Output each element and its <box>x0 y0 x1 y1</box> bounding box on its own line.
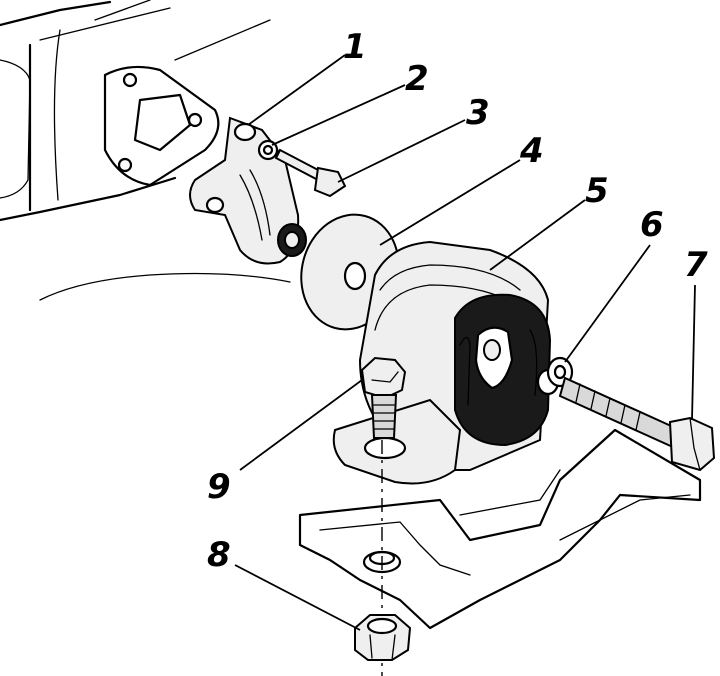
leader-8 <box>234 564 361 631</box>
leader-2 <box>271 84 406 146</box>
callout-8: 8 <box>207 535 231 575</box>
bolt-part-3 <box>274 148 347 198</box>
callout-2: 2 <box>405 59 429 99</box>
bolt-part-9 <box>360 356 407 439</box>
callout-1: 1 <box>343 27 367 67</box>
mount-bracket <box>189 116 307 265</box>
callout-5: 5 <box>585 171 609 211</box>
nut-part-8 <box>354 614 412 661</box>
callout-6: 6 <box>640 205 664 245</box>
leader-lines <box>234 54 696 631</box>
leader-1 <box>247 54 346 126</box>
callout-7: 7 <box>684 245 708 285</box>
leader-3 <box>337 119 466 183</box>
washer-part-2-hole <box>262 144 274 156</box>
leader-6 <box>564 244 651 363</box>
leader-5 <box>489 199 586 271</box>
mount-foot-plate <box>332 398 462 485</box>
callout-4: 4 <box>520 131 544 171</box>
callout-9: 9 <box>207 467 231 507</box>
leader-7 <box>691 284 696 421</box>
bolt-part-7 <box>558 376 716 472</box>
leader-9 <box>239 379 363 471</box>
leader-4 <box>379 159 521 246</box>
engine-casing <box>0 0 291 301</box>
callout-3: 3 <box>466 93 490 133</box>
